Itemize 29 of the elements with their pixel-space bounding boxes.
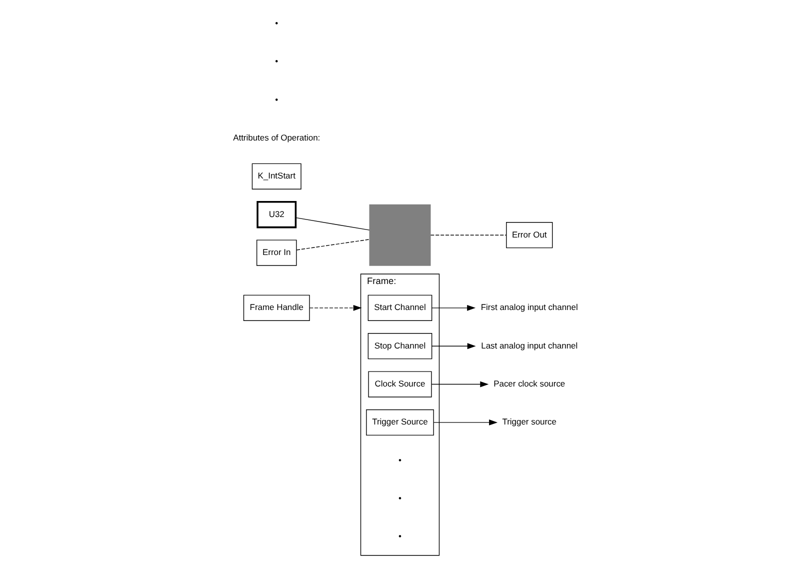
label: • — [398, 531, 402, 542]
node-text: Trigger source — [502, 416, 557, 427]
node-text: Last analog input channel — [481, 340, 578, 350]
connector — [296, 239, 370, 250]
arrow — [433, 419, 498, 426]
node-box: Error Out — [506, 222, 553, 248]
node-box: Stop Channel — [368, 333, 432, 360]
label: • — [275, 56, 278, 66]
connector — [296, 217, 370, 230]
connector — [430, 234, 507, 236]
node-box: Clock Source — [368, 371, 432, 398]
label: • — [398, 493, 402, 504]
label: • — [275, 94, 278, 104]
arrow — [431, 381, 489, 388]
node-box — [369, 204, 431, 266]
node-box: U32 — [256, 200, 297, 228]
node-box: K_IntStart — [252, 163, 302, 190]
node-box: Start Channel — [368, 294, 432, 321]
node-box: Error In — [256, 240, 297, 266]
node-text: Pacer clock source — [494, 378, 566, 388]
node-box: Trigger Source — [366, 409, 434, 436]
node-box: Frame Handle — [243, 294, 310, 321]
arrow — [432, 343, 476, 350]
label: • — [275, 18, 278, 28]
label: Attributes of Operation: — [233, 132, 320, 142]
label: • — [398, 454, 402, 465]
node-text: First analog input channel — [480, 302, 578, 312]
arrow — [309, 304, 362, 311]
arrow — [432, 304, 476, 311]
